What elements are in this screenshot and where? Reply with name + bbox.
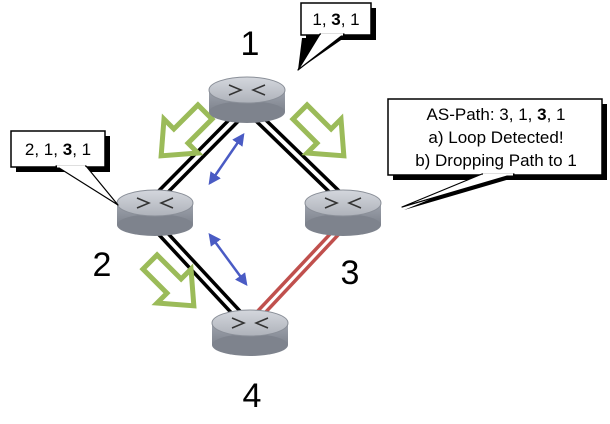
exchange-arrow-2-4: [208, 232, 248, 287]
callout-router-3: AS-Path: 3, 1, 3, 1 a) Loop Detected! b)…: [387, 98, 607, 210]
callout-router-3-line1: AS-Path: 3, 1, 3, 1: [427, 105, 566, 124]
callout-router-3-line2: a) Loop Detected!: [428, 128, 563, 147]
router-arrows-icon: [136, 197, 174, 209]
callout-router-1: 1, 3, 1: [297, 2, 376, 71]
advert-arrow-1-to-2: [158, 101, 216, 159]
router-arrows-icon: [324, 197, 362, 209]
exchange-arrow-1-2: [208, 132, 245, 186]
router-label-1: 1: [241, 25, 260, 63]
link-3-4-failed: [248, 221, 347, 326]
router-label-4: 4: [243, 377, 262, 415]
router-2: [116, 189, 194, 236]
advert-arrow-2-to-4: [139, 251, 197, 309]
router-arrows-icon: [228, 84, 266, 96]
callout-router-2: 2, 1, 3, 1: [10, 130, 119, 206]
router-4: [211, 309, 289, 356]
callout-router-2-text: 2, 1, 3, 1: [25, 140, 91, 159]
router-arrows-icon: [231, 317, 269, 329]
link-1-3: [243, 103, 347, 204]
router-3: [304, 189, 382, 236]
router-label-2: 2: [93, 246, 112, 284]
router-1: [208, 76, 286, 123]
callout-router-3-line3: b) Dropping Path to 1: [415, 151, 577, 170]
router-label-3: 3: [341, 254, 360, 292]
advert-arrow-1-to-3: [289, 101, 347, 159]
callout-router-1-text: 1, 3, 1: [312, 10, 359, 29]
link-2-4: [150, 221, 250, 326]
